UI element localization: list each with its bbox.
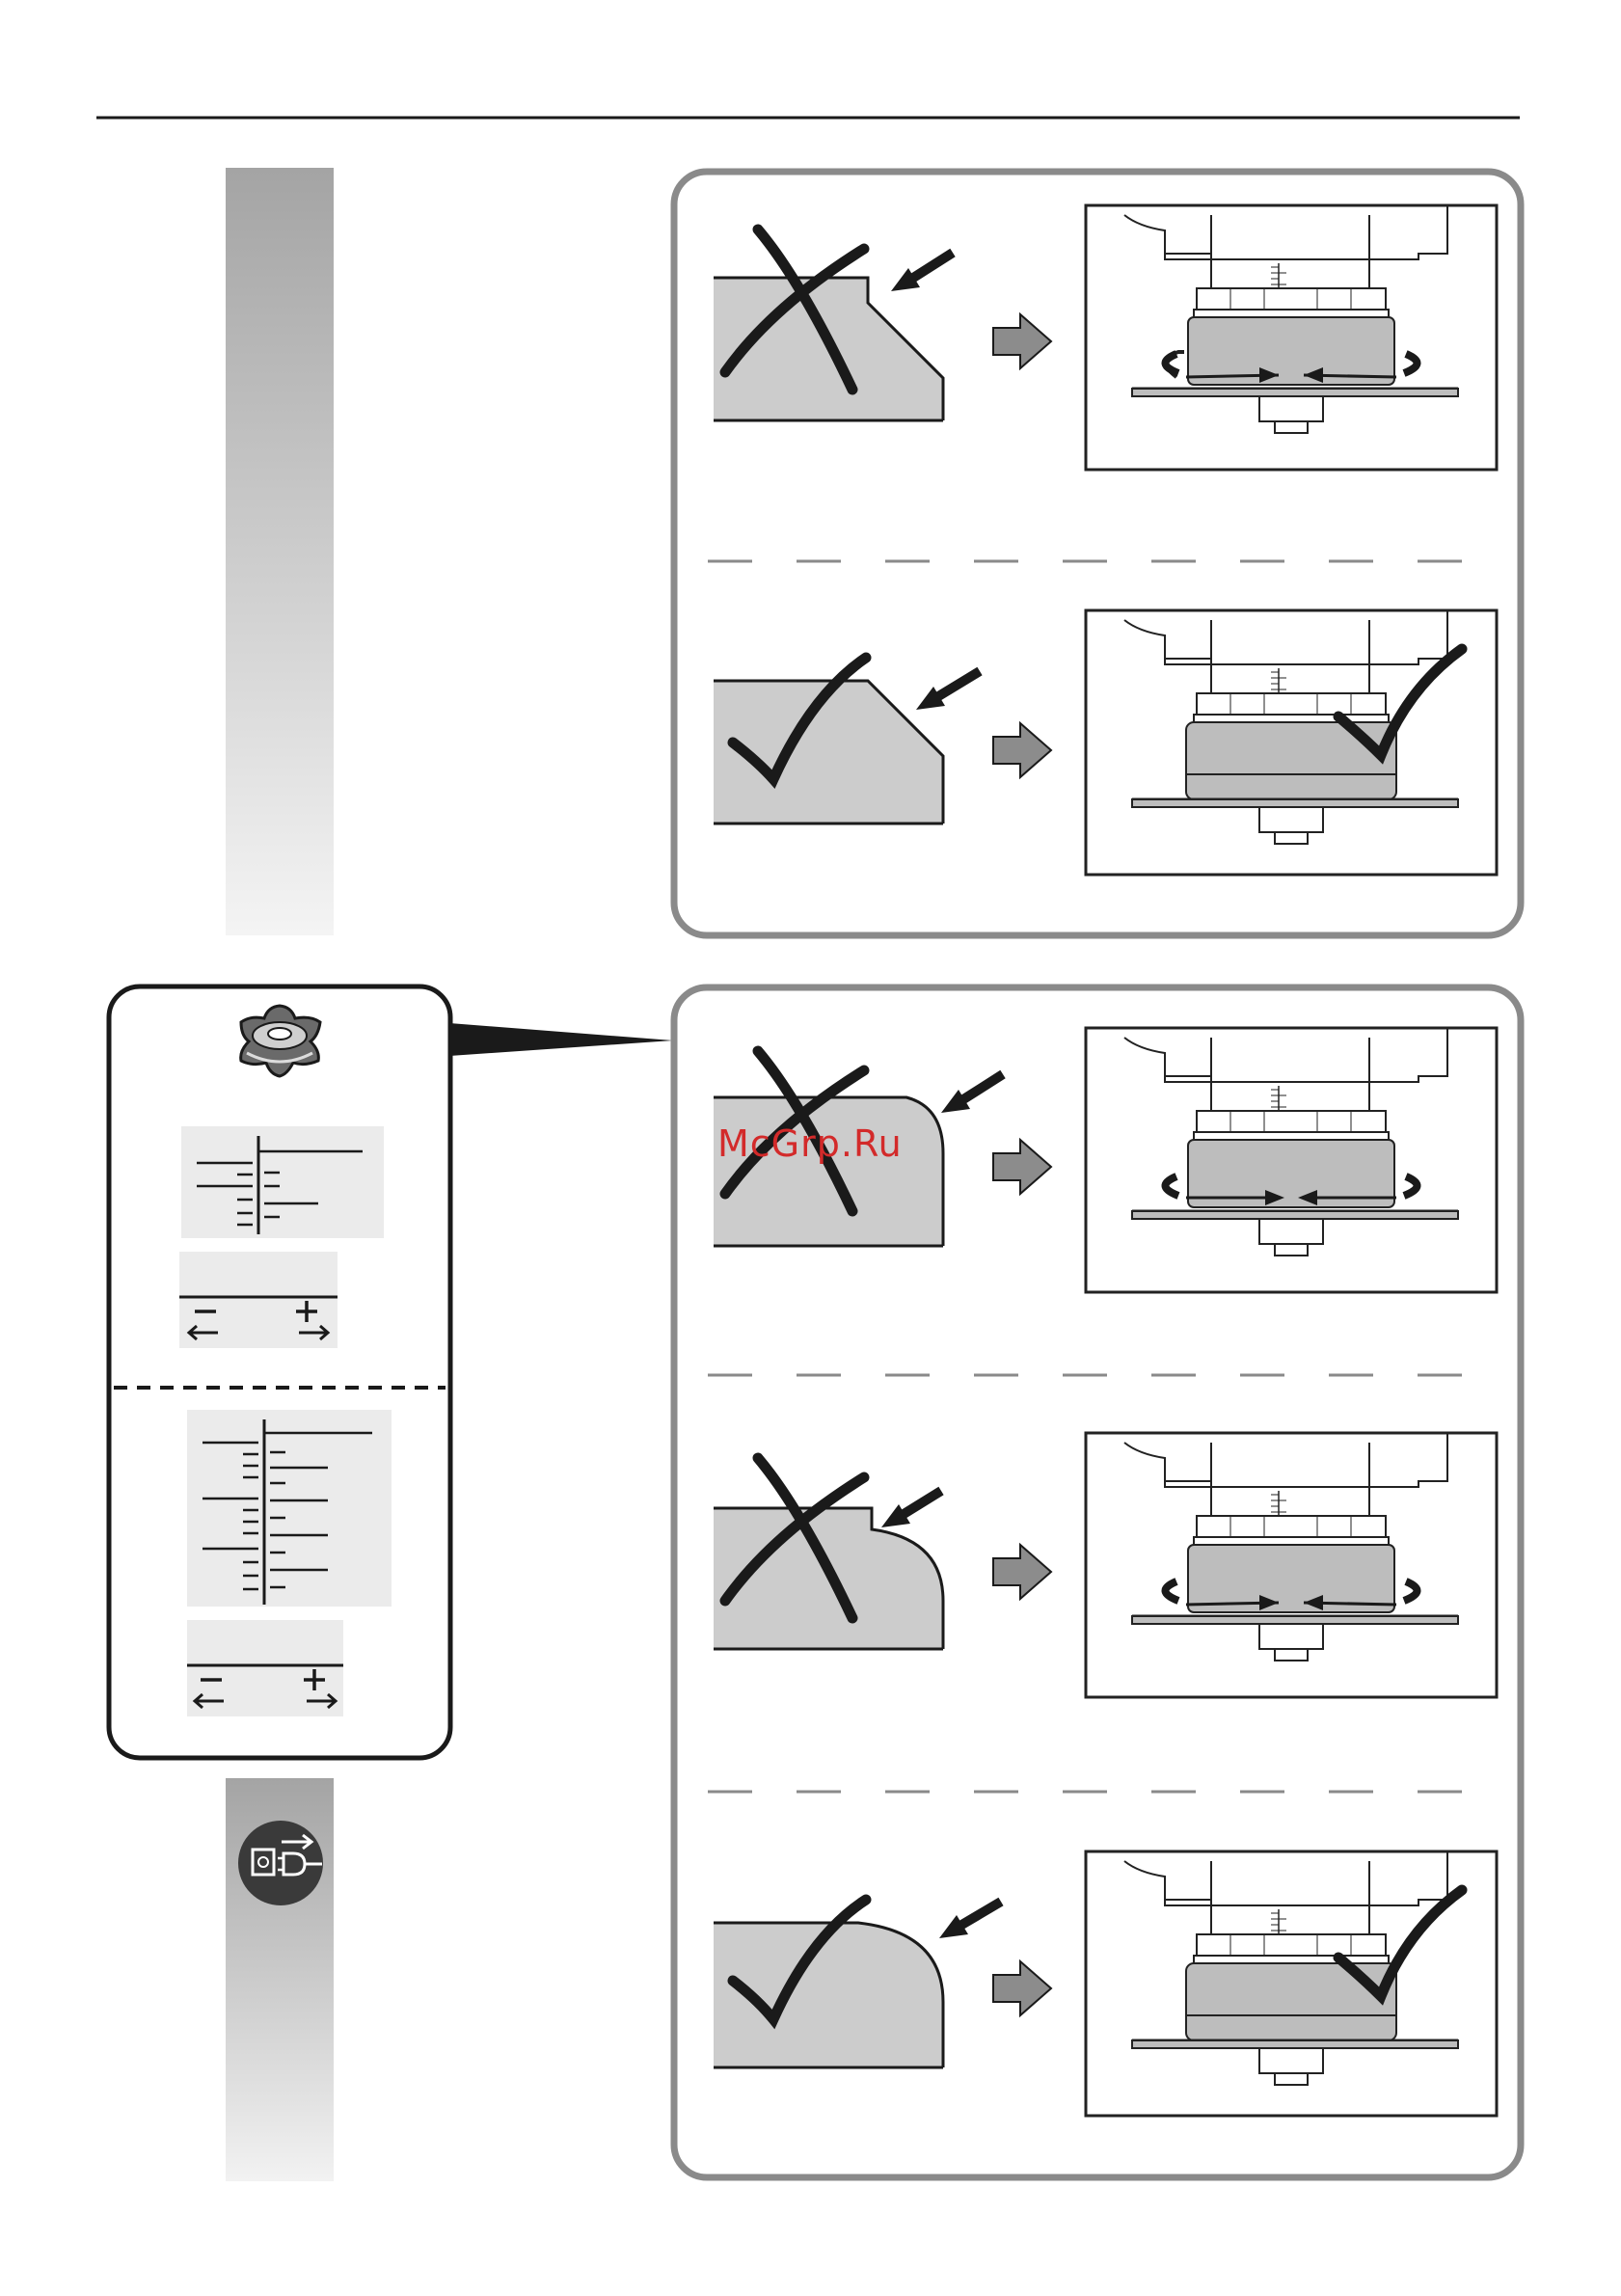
- router-detail: [1086, 1028, 1497, 1292]
- unplug-power-icon: [238, 1821, 323, 1905]
- flow-arrow-icon: [993, 1961, 1051, 2015]
- router-detail: [1086, 1433, 1497, 1697]
- direction-scale-1: [179, 1252, 338, 1348]
- step-1: [714, 205, 1497, 470]
- flow-arrow-icon: [993, 723, 1051, 777]
- flow-arrow-icon: [993, 1545, 1051, 1599]
- step-5: [714, 1851, 1497, 2116]
- depth-scale-1: [181, 1126, 384, 1238]
- depth-scale-2: [187, 1410, 392, 1607]
- router-detail: [1086, 610, 1497, 875]
- router-detail: [1086, 205, 1497, 470]
- depth-callout: [109, 986, 673, 1758]
- step-4: [714, 1433, 1497, 1697]
- router-detail: [1086, 1851, 1497, 2116]
- direction-scale-2: [187, 1620, 343, 1716]
- flow-arrow-icon: [993, 314, 1051, 368]
- flow-arrow-icon: [993, 1140, 1051, 1194]
- watermark: McGrp.Ru: [717, 1122, 903, 1165]
- side-bar-top: [226, 168, 334, 935]
- step-2: [714, 610, 1497, 875]
